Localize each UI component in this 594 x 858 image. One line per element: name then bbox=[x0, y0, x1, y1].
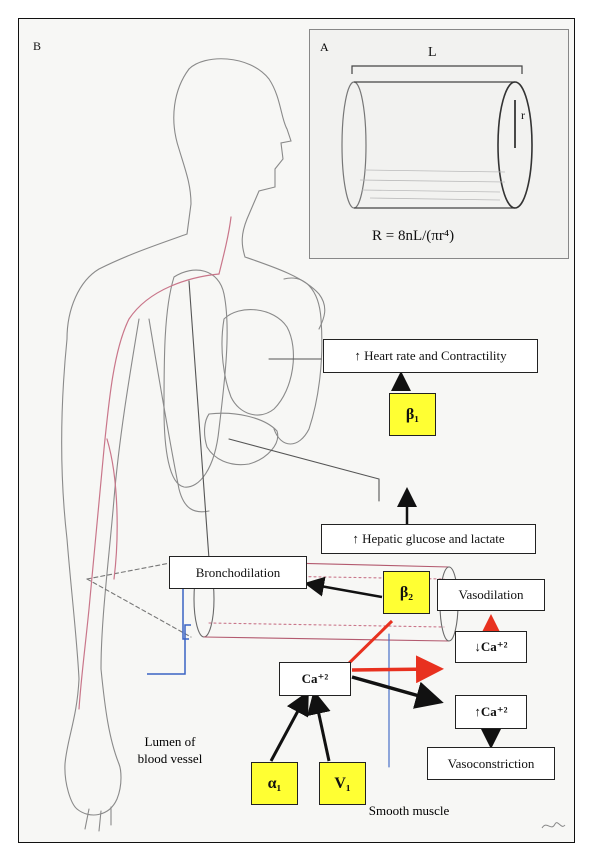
vasodilation-box: Vasodilation bbox=[437, 579, 545, 611]
ca-up-arrow bbox=[352, 677, 437, 701]
lumen-label-line1: Lumen of bbox=[122, 733, 218, 750]
artist-signature bbox=[539, 816, 569, 836]
calcium-center-box: Ca⁺² bbox=[279, 662, 351, 696]
alpha1-receptor: α₁ bbox=[251, 762, 298, 805]
calcium-decrease-box: ↓Ca⁺² bbox=[455, 631, 527, 663]
bronchodilation-box: Bronchodilation bbox=[169, 556, 307, 589]
lumen-label: Lumen of blood vessel bbox=[122, 733, 218, 767]
beta2-broncho-arrow bbox=[309, 584, 382, 597]
ca-down-arrow bbox=[352, 669, 437, 670]
v1-receptor: V₁ bbox=[319, 762, 366, 805]
heart-rate-box: ↑ Heart rate and Contractility bbox=[323, 339, 538, 373]
beta1-receptor: β₁ bbox=[389, 393, 436, 436]
calcium-increase-box: ↑Ca⁺² bbox=[455, 695, 527, 729]
beta2-receptor: β₂ bbox=[383, 571, 430, 614]
smooth-muscle-label: Smooth muscle bbox=[349, 803, 469, 819]
lumen-label-line2: blood vessel bbox=[122, 750, 218, 767]
hepatic-glucose-box: ↑ Hepatic glucose and lactate bbox=[321, 524, 536, 554]
figure-frame: B A L r R = 8nL/(πr⁴) bbox=[18, 18, 575, 843]
alpha1-arrow bbox=[271, 696, 306, 761]
v1-arrow bbox=[315, 696, 329, 761]
vasoconstriction-box: Vasoconstriction bbox=[427, 747, 555, 780]
